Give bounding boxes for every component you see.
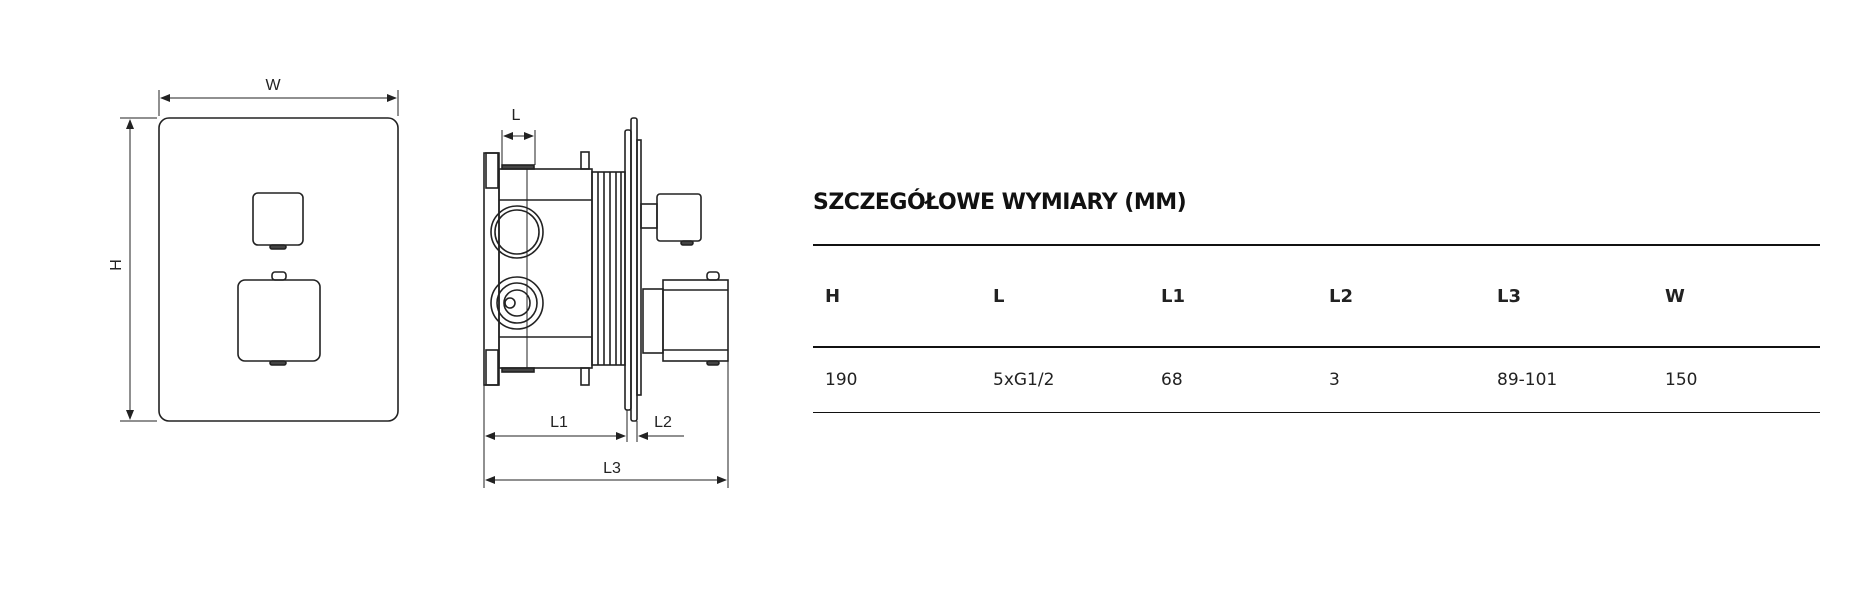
mounting-plate: [624, 129, 632, 411]
small-handle: [252, 192, 304, 246]
threaded-section: [591, 171, 626, 366]
column-header-l1: L1: [1161, 286, 1185, 307]
column-header-h: H: [825, 286, 841, 307]
valve-body: [498, 168, 593, 369]
column-header-l3: L3: [1497, 286, 1521, 307]
side-view: [483, 117, 729, 488]
value-l3: 89-101: [1497, 370, 1558, 390]
value-h: 190: [825, 370, 858, 390]
dim-label-w: W: [265, 77, 281, 94]
table-header-rule: [813, 346, 1820, 348]
cover-plate: [158, 117, 399, 422]
dim-label-l1: L1: [550, 414, 568, 431]
dim-label-l2: L2: [654, 414, 672, 431]
value-w: 150: [1665, 370, 1698, 390]
technical-drawing: W H L L1 L2 L3: [108, 77, 729, 488]
value-l1: 68: [1161, 370, 1183, 390]
value-l2: 3: [1329, 370, 1340, 390]
column-header-l: L: [993, 286, 1005, 307]
upper-cap: [656, 193, 702, 242]
column-header-l2: L2: [1329, 286, 1353, 307]
dimensions-title: SZCZEGÓŁOWE WYMIARY (MM): [813, 190, 1187, 215]
dim-label-h: H: [108, 259, 125, 271]
lower-port: [490, 276, 544, 330]
large-handle: [237, 279, 321, 362]
table-top-rule: [813, 244, 1820, 246]
dim-label-l: L: [512, 107, 521, 124]
front-view: [120, 90, 399, 422]
column-header-w: W: [1665, 286, 1685, 307]
table-bottom-rule: [813, 412, 1820, 413]
upper-port: [490, 205, 544, 259]
dim-label-l3: L3: [603, 460, 621, 477]
value-l: 5xG1/2: [993, 370, 1055, 390]
lower-cap: [662, 279, 729, 362]
